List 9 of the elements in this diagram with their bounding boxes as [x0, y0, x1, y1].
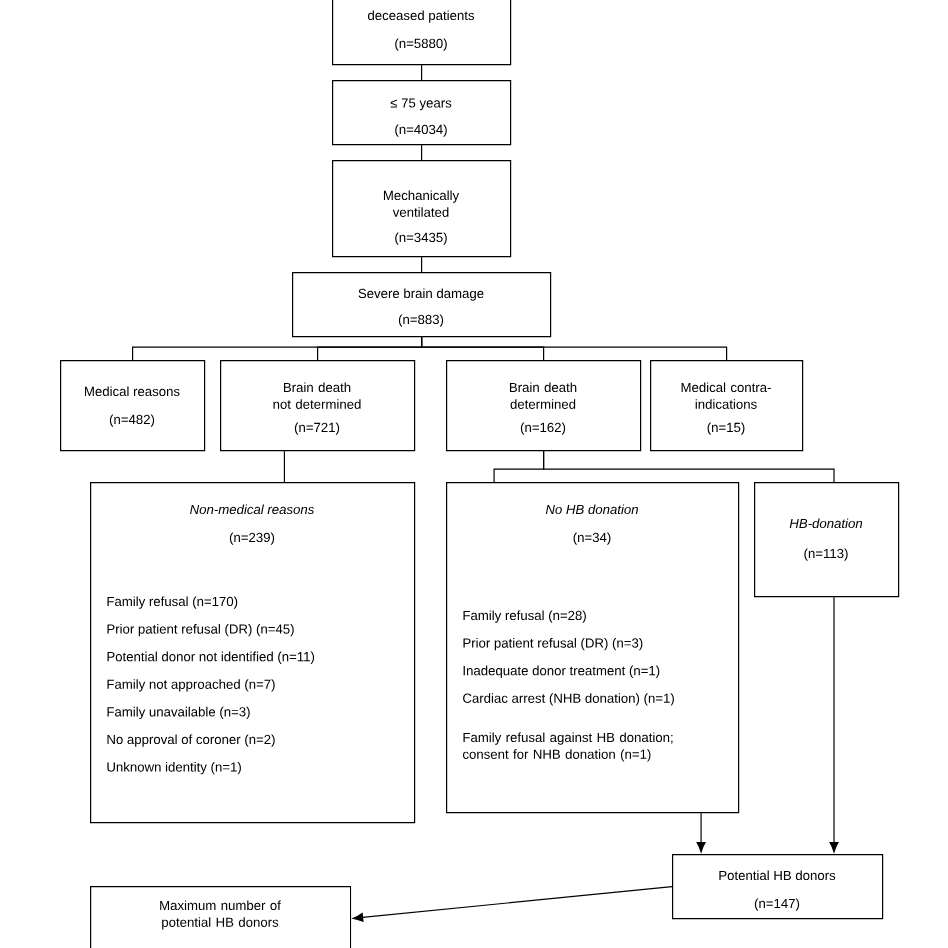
connector-line: [421, 64, 423, 81]
connector-line: [283, 450, 286, 483]
connector-line: [421, 256, 423, 273]
connector-line: [421, 336, 728, 361]
connector-line: [421, 144, 423, 161]
arrow: [829, 596, 839, 853]
arrow: [696, 812, 706, 853]
arrow: [352, 886, 673, 922]
connector-line: [543, 450, 835, 483]
